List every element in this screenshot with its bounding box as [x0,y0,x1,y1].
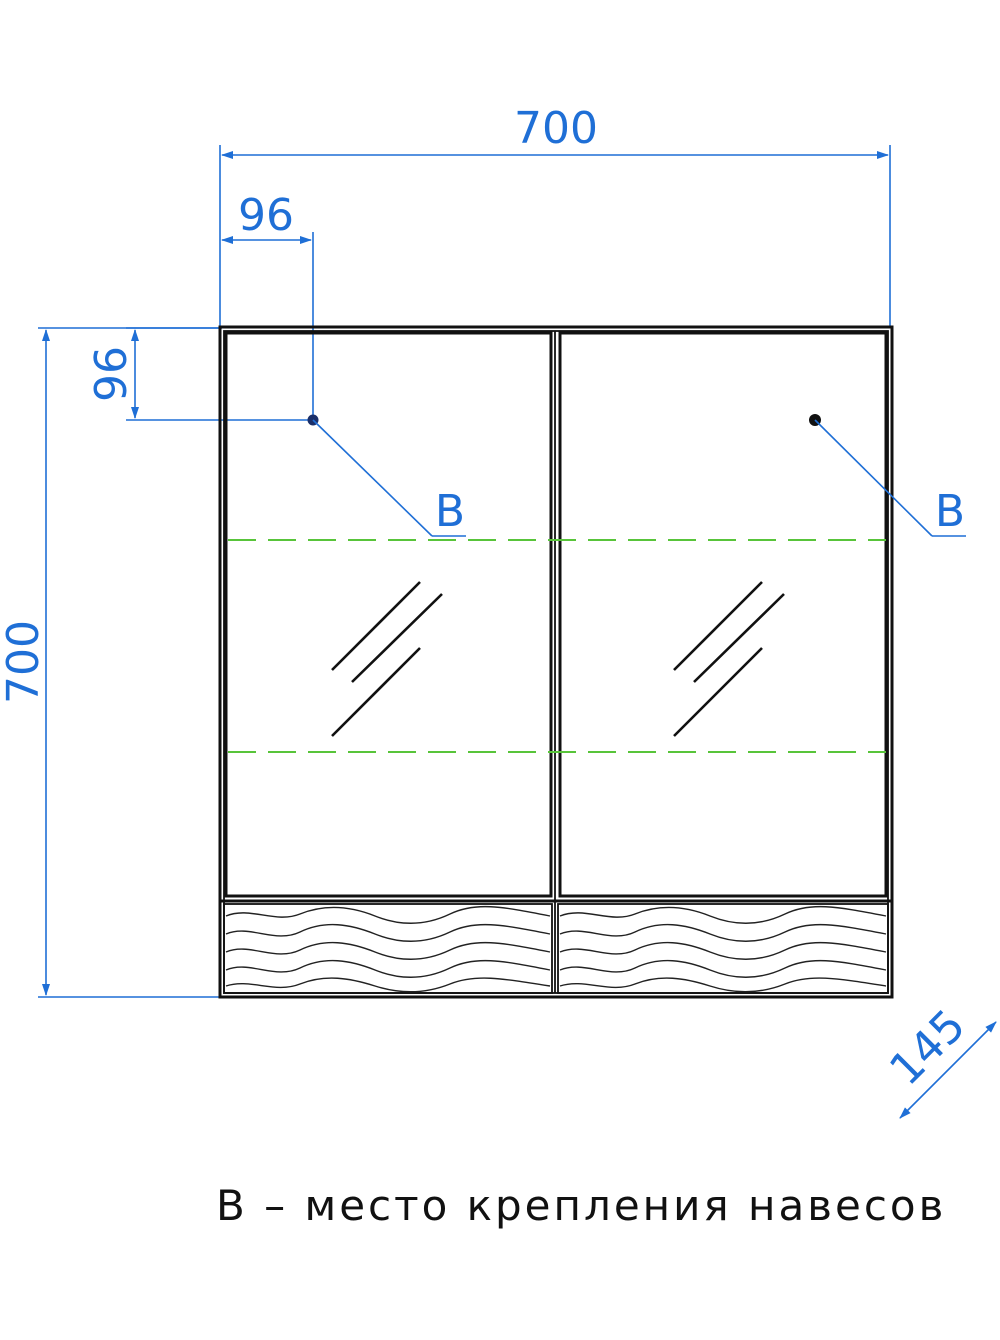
hinge-offset-y-dimension: 96 [86,327,313,421]
hinge-offset-y-label: 96 [86,346,137,402]
right-hinge-callout: B [809,414,966,537]
left-hinge-label: B [435,486,465,537]
left-bottom-panel [223,903,553,994]
right-door [558,331,888,898]
height-dimension-label: 700 [0,620,49,704]
mirror-glare-right [673,581,785,737]
depth-dimension: 145 [880,1000,997,1119]
mirror-glare-left [331,581,443,737]
width-dimension: 700 [219,103,891,328]
shelves [228,539,886,753]
legend-note: B – место крепления навесов [216,1181,946,1230]
width-dimension-label: 700 [514,103,598,154]
left-door [224,331,553,898]
cabinet-body [218,325,894,999]
left-hinge-callout: B [307,414,466,537]
right-bottom-panel [557,903,889,994]
wave-texture [225,905,887,993]
height-dimension: 700 [0,327,220,998]
depth-dimension-label: 145 [880,1000,975,1095]
right-hinge-label: B [935,486,965,537]
hinge-offset-x-dimension: 96 [221,190,314,420]
hinge-offset-x-label: 96 [238,190,294,241]
